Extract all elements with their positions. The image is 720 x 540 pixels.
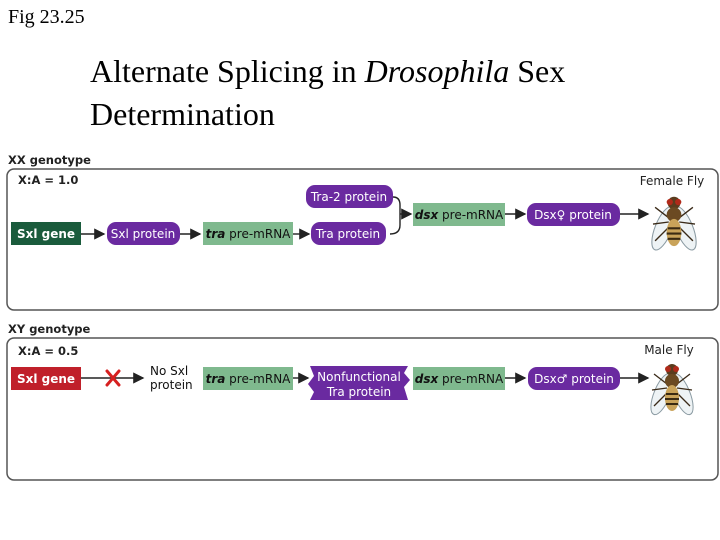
xx-tra-premrna-box [203,222,293,245]
title-part-1: Alternate Splicing in [90,53,365,89]
xy-dsx-premrna-label: dsx pre-mRNA [415,372,504,386]
xx-tra2-box [306,185,393,208]
no-sxl-line-2: protein [150,378,193,392]
xy-panel [6,337,719,481]
xx-dsx-premrna-box [413,203,505,226]
nonfunctional-tra-box [308,366,410,400]
xy-dsx-gene: dsx [415,372,440,386]
xx-genotype-label: XX genotype [8,153,91,167]
figure-label: Fig 23.25 [8,6,85,28]
xy-dsx-protein-label: Dsx♂ protein [534,372,614,386]
xx-tra-gene: tra [206,227,226,241]
title-part-2: Sex Determination [90,53,566,133]
xy-tra-gene: tra [206,372,226,386]
xy-genotype-label: XY genotype [8,322,91,336]
no-sxl-line-1: No Sxl [150,364,188,378]
xx-tra-protein-box [311,222,386,245]
xx-sxl-gene-label: Sxl gene [17,227,75,241]
xx-dsx-protein-label: Dsx♀ protein [534,208,612,222]
xx-ratio: X:A = 1.0 [18,173,78,187]
xx-sxl-protein-box [107,222,180,245]
xy-dsx-premrna-box [413,367,505,390]
xx-dsx-protein-box [527,203,620,226]
xy-tra-suffix: pre-mRNA [225,372,291,386]
male-fly-label: Male Fly [644,343,694,357]
female-fly-label: Female Fly [640,174,705,188]
xy-tra-premrna-label: tra pre-mRNA [206,372,292,386]
xx-dsx-suffix: pre-mRNA [438,208,504,222]
xx-tra-suffix: pre-mRNA [225,227,291,241]
xy-tra-premrna-box [203,367,293,390]
xx-bracket [389,196,401,235]
title-italic: Drosophila [364,53,510,89]
xx-sxl-protein-label: Sxl protein [111,227,176,241]
xx-tra-protein-label: Tra protein [315,227,380,241]
xy-sxl-gene-box [11,367,81,390]
xx-dsx-premrna-label: dsx pre-mRNA [415,208,504,222]
page-title: Alternate Splicing in Drosophila Sex Det… [90,50,690,136]
xx-tra2-label: Tra-2 protein [310,190,387,204]
nonfunctional-line-2: Tra protein [326,385,391,399]
block-x-icon [105,369,121,387]
xy-sxl-gene-label: Sxl gene [17,372,75,386]
xx-dsx-gene: dsx [415,208,440,222]
xy-dsx-suffix: pre-mRNA [438,372,504,386]
xy-ratio: X:A = 0.5 [18,344,78,358]
nonfunctional-line-1: Nonfunctional [317,370,401,384]
xx-tra-premrna-label: tra pre-mRNA [206,227,292,241]
xy-dsx-protein-box [528,367,620,390]
xx-sxl-gene-box [11,222,81,245]
